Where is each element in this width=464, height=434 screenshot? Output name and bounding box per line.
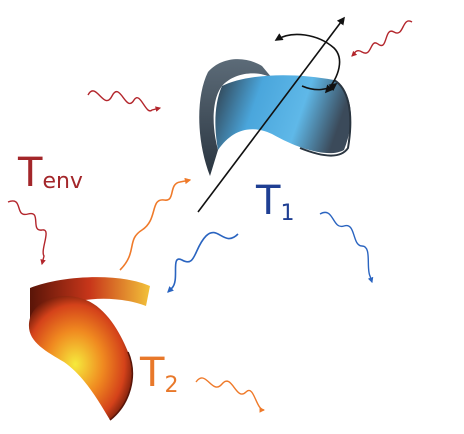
blue-wave-right <box>319 211 374 284</box>
hot-photon-waves <box>119 177 266 413</box>
orange-wave-center <box>119 177 192 271</box>
env-wave-top-center <box>87 90 162 112</box>
ribbon-rotor-2 <box>28 277 150 421</box>
ribbon-1-back <box>199 59 272 176</box>
cold-photon-waves <box>167 211 374 293</box>
body2-temperature-label: T2 <box>139 350 178 398</box>
ribbon-2-front <box>28 296 132 420</box>
env-wave-top-right <box>351 20 413 57</box>
rotation-arrow-icon <box>274 33 341 94</box>
env-temperature-label: Tenv <box>17 150 83 196</box>
ribbon-1-edge <box>299 79 352 157</box>
body1-temperature-label: T1 <box>255 178 294 226</box>
rotation-axis <box>197 16 345 213</box>
orange-wave-bottom <box>195 377 266 413</box>
blue-wave-center <box>167 231 239 293</box>
ribbon-1-front <box>215 75 351 154</box>
ribbon-2-edge <box>109 351 134 421</box>
rotation-arrow-lower <box>301 83 338 92</box>
ribbon-2-back <box>30 277 150 319</box>
env-photon-waves <box>7 20 413 266</box>
ribbon-rotor-1 <box>199 59 352 176</box>
env-wave-left <box>7 200 47 266</box>
